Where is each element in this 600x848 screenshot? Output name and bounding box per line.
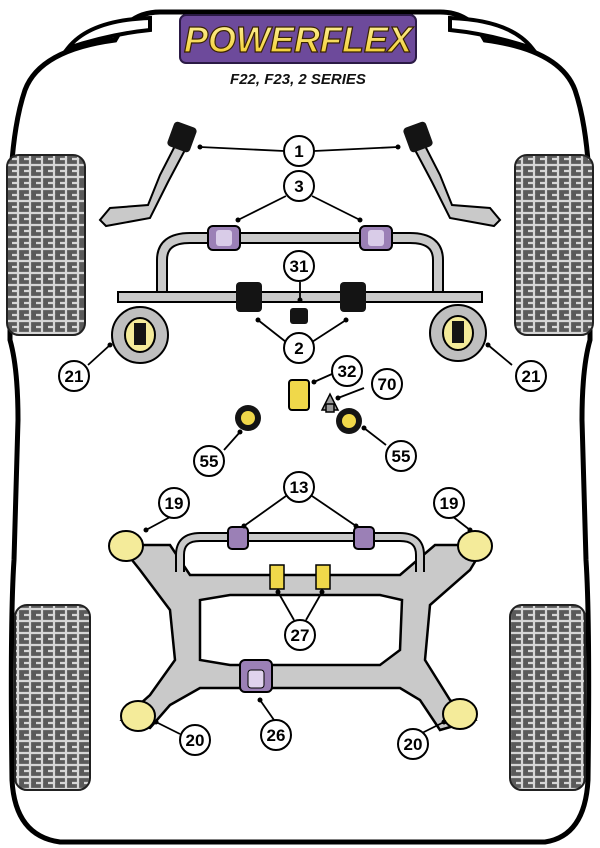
front-right-arm	[403, 121, 502, 228]
wishbone-bush-front-left	[236, 282, 262, 312]
svg-text:55: 55	[392, 447, 411, 466]
svg-text:21: 21	[65, 367, 84, 386]
front-left-wing	[62, 15, 152, 53]
svg-text:55: 55	[200, 452, 219, 471]
callout-20-left: 20	[179, 724, 211, 756]
svg-text:32: 32	[338, 362, 357, 381]
callout-13: 13	[283, 471, 315, 503]
subframe-mount-20-left	[120, 700, 156, 732]
bush-27-right	[315, 564, 331, 590]
svg-text:1: 1	[294, 142, 303, 161]
callout-31: 31	[283, 250, 315, 282]
arb-bush-rear-right	[353, 526, 375, 550]
callout-20-right: 20	[397, 728, 429, 760]
svg-text:19: 19	[165, 494, 184, 513]
svg-text:13: 13	[290, 478, 309, 497]
leader-arrows	[107, 144, 491, 725]
callout-19-left: 19	[158, 487, 190, 519]
bush-55-left	[235, 405, 261, 431]
brand-name: POWERFLEX	[184, 19, 414, 60]
tyre-front-right	[514, 154, 594, 336]
svg-text:3: 3	[294, 177, 303, 196]
top-mount-right	[429, 304, 487, 362]
subframe-mount-19-left	[108, 530, 144, 562]
svg-text:31: 31	[290, 257, 309, 276]
tyre-rear-left	[14, 604, 91, 791]
front-right-wing	[448, 15, 538, 53]
callout-1: 1	[283, 135, 315, 167]
callout-19-right: 19	[433, 487, 465, 519]
arb-bush-rear-left	[227, 526, 249, 550]
svg-text:2: 2	[294, 339, 303, 358]
powerflex-logo: POWERFLEX	[179, 14, 417, 64]
svg-text:27: 27	[291, 626, 310, 645]
subframe-mount-20-right	[442, 698, 478, 730]
callout-70: 70	[371, 368, 403, 400]
svg-text:20: 20	[186, 731, 205, 750]
bush-32	[288, 379, 310, 411]
front-left-arm	[98, 121, 197, 228]
wishbone-bush-front-right	[340, 282, 366, 312]
bush-31	[290, 308, 308, 324]
car-body-outline	[7, 9, 593, 845]
bush-26	[239, 659, 273, 693]
svg-text:21: 21	[522, 367, 541, 386]
arb-bush-front-left	[207, 225, 241, 251]
callout-3: 3	[283, 170, 315, 202]
callout-26: 26	[260, 719, 292, 751]
model-name: F22, F23, 2 SERIES	[230, 71, 366, 88]
svg-text:20: 20	[404, 735, 423, 754]
top-mount-left	[111, 306, 169, 364]
callout-27: 27	[284, 619, 316, 651]
svg-text:19: 19	[440, 494, 459, 513]
arb-bush-front-right	[359, 225, 393, 251]
tyre-rear-right	[509, 604, 586, 791]
callout-2: 2	[283, 332, 315, 364]
subframe-mount-19-right	[457, 530, 493, 562]
bush-27-left	[269, 564, 285, 590]
bush-55-right	[336, 408, 362, 434]
svg-text:70: 70	[378, 375, 397, 394]
leader-lines	[87, 146, 513, 735]
svg-text:26: 26	[267, 726, 286, 745]
tyre-front-left	[6, 154, 86, 336]
callout-21-left: 21	[58, 360, 90, 392]
callout-32: 32	[331, 355, 363, 387]
callout-21-right: 21	[515, 360, 547, 392]
callout-55-right: 55	[385, 440, 417, 472]
callout-labels: 1 3 31 2 21 21 32 70 55 55 13 19 19 27 2…	[58, 135, 547, 760]
bump-stop-70	[320, 392, 340, 413]
callout-55-left: 55	[193, 445, 225, 477]
